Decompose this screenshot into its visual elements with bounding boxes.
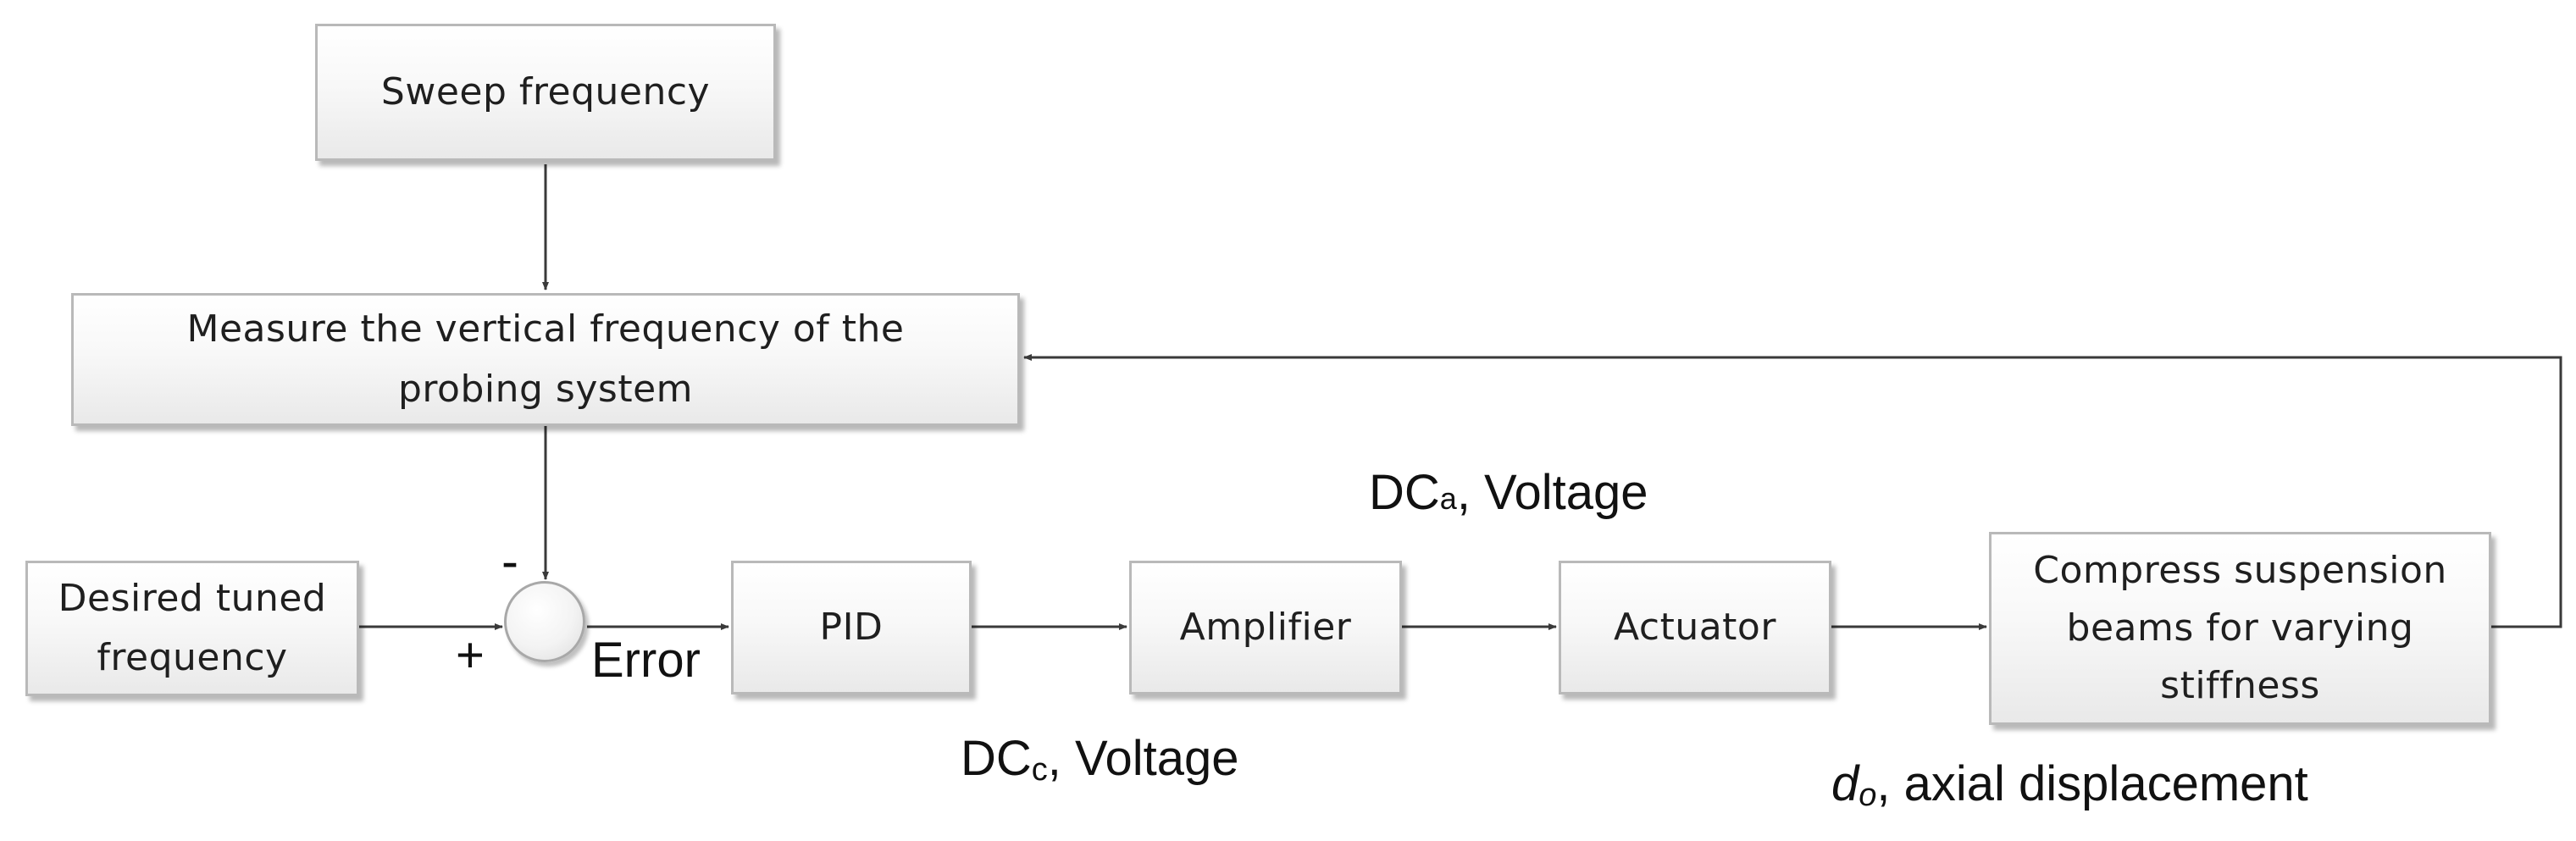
d0-subscript: o: [1859, 777, 1877, 813]
pid-label: PID: [819, 605, 884, 649]
dca-subscript: a: [1439, 481, 1457, 516]
dcc-main: DC: [961, 731, 1032, 786]
dcc-rest: , Voltage: [1047, 731, 1239, 786]
summing-junction: [504, 581, 585, 662]
dca-main: DC: [1369, 465, 1440, 520]
desired-frequency-label-line2: frequency: [97, 636, 288, 679]
d0-rest: , axial displacement: [1876, 756, 2308, 811]
actuator-block: Actuator: [1559, 561, 1831, 694]
compress-label-line2: beams for varying: [2066, 606, 2414, 650]
minus-sign: -: [501, 533, 518, 589]
dcc-voltage-label: DCc, Voltage: [961, 730, 1239, 788]
d0-main: d: [1831, 756, 1859, 811]
compress-label-line3: stiffness: [2160, 664, 2320, 708]
compress-suspension-block: Compress suspension beams for varying st…: [1989, 532, 2491, 725]
axial-displacement-label: do, axial displacement: [1831, 755, 2308, 813]
sweep-frequency-block: Sweep frequency: [315, 24, 776, 161]
sweep-frequency-label: Sweep frequency: [380, 69, 711, 113]
actuator-label: Actuator: [1614, 605, 1776, 649]
pid-block: PID: [731, 561, 972, 694]
measure-frequency-label-line2: probing system: [398, 367, 693, 411]
desired-frequency-label-line1: Desired tuned: [58, 576, 327, 620]
dca-rest: , Voltage: [1456, 465, 1648, 520]
feedback-loop-line: [1023, 354, 2562, 628]
amplifier-label: Amplifier: [1179, 605, 1352, 649]
measure-frequency-block: Measure the vertical frequency of the pr…: [71, 293, 1020, 426]
measure-frequency-label-line1: Measure the vertical frequency of the: [186, 307, 905, 351]
plus-sign: +: [456, 628, 485, 683]
desired-frequency-block: Desired tuned frequency: [25, 561, 359, 696]
compress-label-line1: Compress suspension: [2033, 548, 2447, 592]
dcc-subscript: c: [1031, 752, 1048, 788]
dca-voltage-label: DCa, Voltage: [1369, 464, 1648, 521]
amplifier-block: Amplifier: [1129, 561, 1402, 694]
error-label: Error: [591, 633, 701, 688]
